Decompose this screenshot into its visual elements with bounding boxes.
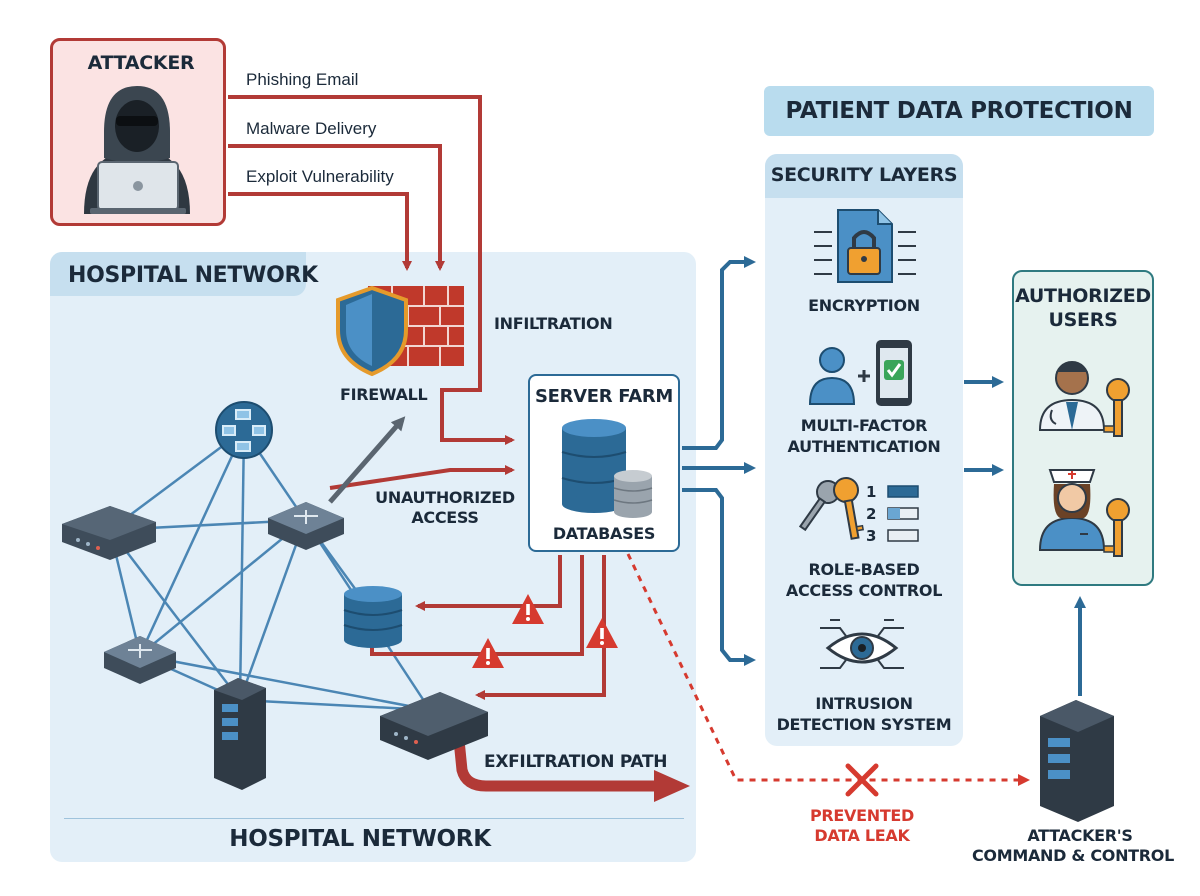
authorized-users-title-line2: USERS — [1048, 309, 1118, 331]
role-based-keys-icon — [798, 477, 919, 542]
mfa-icon — [808, 340, 912, 406]
firewall-icon — [336, 285, 464, 377]
core-switch-icon — [215, 401, 273, 459]
local-database-icon — [343, 586, 403, 648]
hacker-icon — [84, 86, 190, 214]
infiltration-label: INFILTRATION — [494, 314, 613, 333]
tower-server-icon — [214, 678, 266, 790]
attack-vector-phishing: Phishing Email — [246, 70, 359, 89]
rbac-label-line1: ROLE-BASED — [808, 560, 920, 579]
exfiltration-arrow — [452, 729, 658, 792]
c2-label-line1: ATTACKER'S — [1027, 826, 1133, 845]
security-layers-title: SECURITY LAYERS — [770, 164, 958, 186]
warning-icons — [472, 594, 618, 668]
security-layers-header-tab — [765, 154, 963, 198]
unauthorized-arrow — [328, 416, 406, 504]
command-and-control-server-icon — [1040, 700, 1114, 822]
hospital-network-header: HOSPITAL NETWORK — [68, 263, 318, 288]
prevented-leak-label-line1: PREVENTED — [809, 806, 915, 825]
hospital-footer-divider — [64, 818, 684, 819]
c2-label-line2: COMMAND & CONTROL — [971, 846, 1174, 865]
prevented-leak-label-line2: DATA LEAK — [814, 826, 910, 845]
role-number-3: 3 — [866, 527, 877, 545]
ids-label-line2: DETECTION SYSTEM — [776, 715, 952, 734]
doctor-icon — [1038, 361, 1130, 437]
patient-data-protection-banner — [764, 86, 1154, 136]
nurse-icon — [1038, 469, 1130, 557]
patient-data-protection-title: PATIENT DATA PROTECTION — [785, 98, 1133, 124]
switch-left-icon — [62, 506, 156, 560]
databases-label: DATABASES — [552, 524, 656, 543]
rbac-label-line2: ACCESS CONTROL — [785, 581, 943, 600]
mfa-label-line2: AUTHENTICATION — [787, 437, 941, 456]
hospital-network-header-tab — [50, 252, 306, 296]
attack-vectors — [228, 95, 515, 490]
database-stack-icon — [561, 419, 653, 518]
mfa-label-line1: MULTI-FACTOR — [800, 416, 928, 435]
router-center-icon — [268, 502, 344, 550]
exfiltration-path-label: EXFILTRATION PATH — [484, 752, 668, 772]
nas-device-icon — [380, 692, 488, 760]
role-number-2: 2 — [866, 505, 877, 523]
leak-blocked-x-icon — [845, 763, 879, 797]
hospital-network-footer: HOSPITAL NETWORK — [229, 826, 491, 852]
router-left-icon — [104, 636, 176, 684]
encryption-label: ENCRYPTION — [808, 296, 920, 315]
authorized-users-title-line1: AUTHORIZED — [1015, 285, 1151, 307]
attack-vector-exploit: Exploit Vulnerability — [246, 167, 394, 186]
server-farm-title: SERVER FARM — [534, 386, 674, 407]
unauthorized-access-label-line1: UNAUTHORIZED — [375, 488, 515, 507]
intrusion-detection-eye-icon — [820, 619, 904, 669]
defense-arrows — [682, 256, 1086, 696]
attack-vector-malware: Malware Delivery — [246, 119, 377, 138]
unauthorized-access-label-line2: ACCESS — [411, 508, 479, 527]
firewall-label: FIREWALL — [340, 385, 428, 404]
role-number-1: 1 — [866, 483, 877, 501]
ids-label-line1: INTRUSION — [815, 694, 913, 713]
attacker-title: ATTACKER — [87, 52, 195, 74]
encryption-icon — [814, 209, 916, 283]
